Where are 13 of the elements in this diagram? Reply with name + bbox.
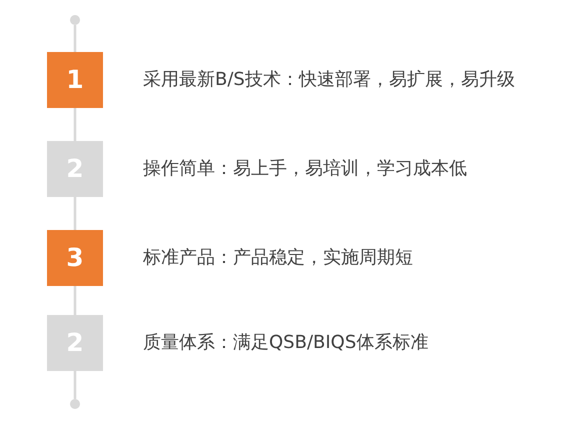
connector-line: [74, 371, 76, 399]
connector-line: [74, 108, 76, 141]
step-description: 标准产品：产品稳定，实施周期短: [143, 246, 413, 270]
step-description: 操作简单：易上手，易培训，学习成本低: [143, 157, 467, 181]
timeline-dot: [70, 399, 80, 409]
step-description: 采用最新B/S技术：快速部署，易扩展，易升级: [143, 68, 515, 92]
timeline-dot: [70, 15, 80, 25]
step-description: 质量体系：满足QSB/BIQS体系标准: [143, 331, 428, 355]
connector-line: [74, 197, 76, 230]
number-box: 3: [47, 230, 103, 286]
connector-line: [74, 286, 76, 315]
number-box: 1: [47, 52, 103, 108]
connector-line: [74, 25, 76, 52]
